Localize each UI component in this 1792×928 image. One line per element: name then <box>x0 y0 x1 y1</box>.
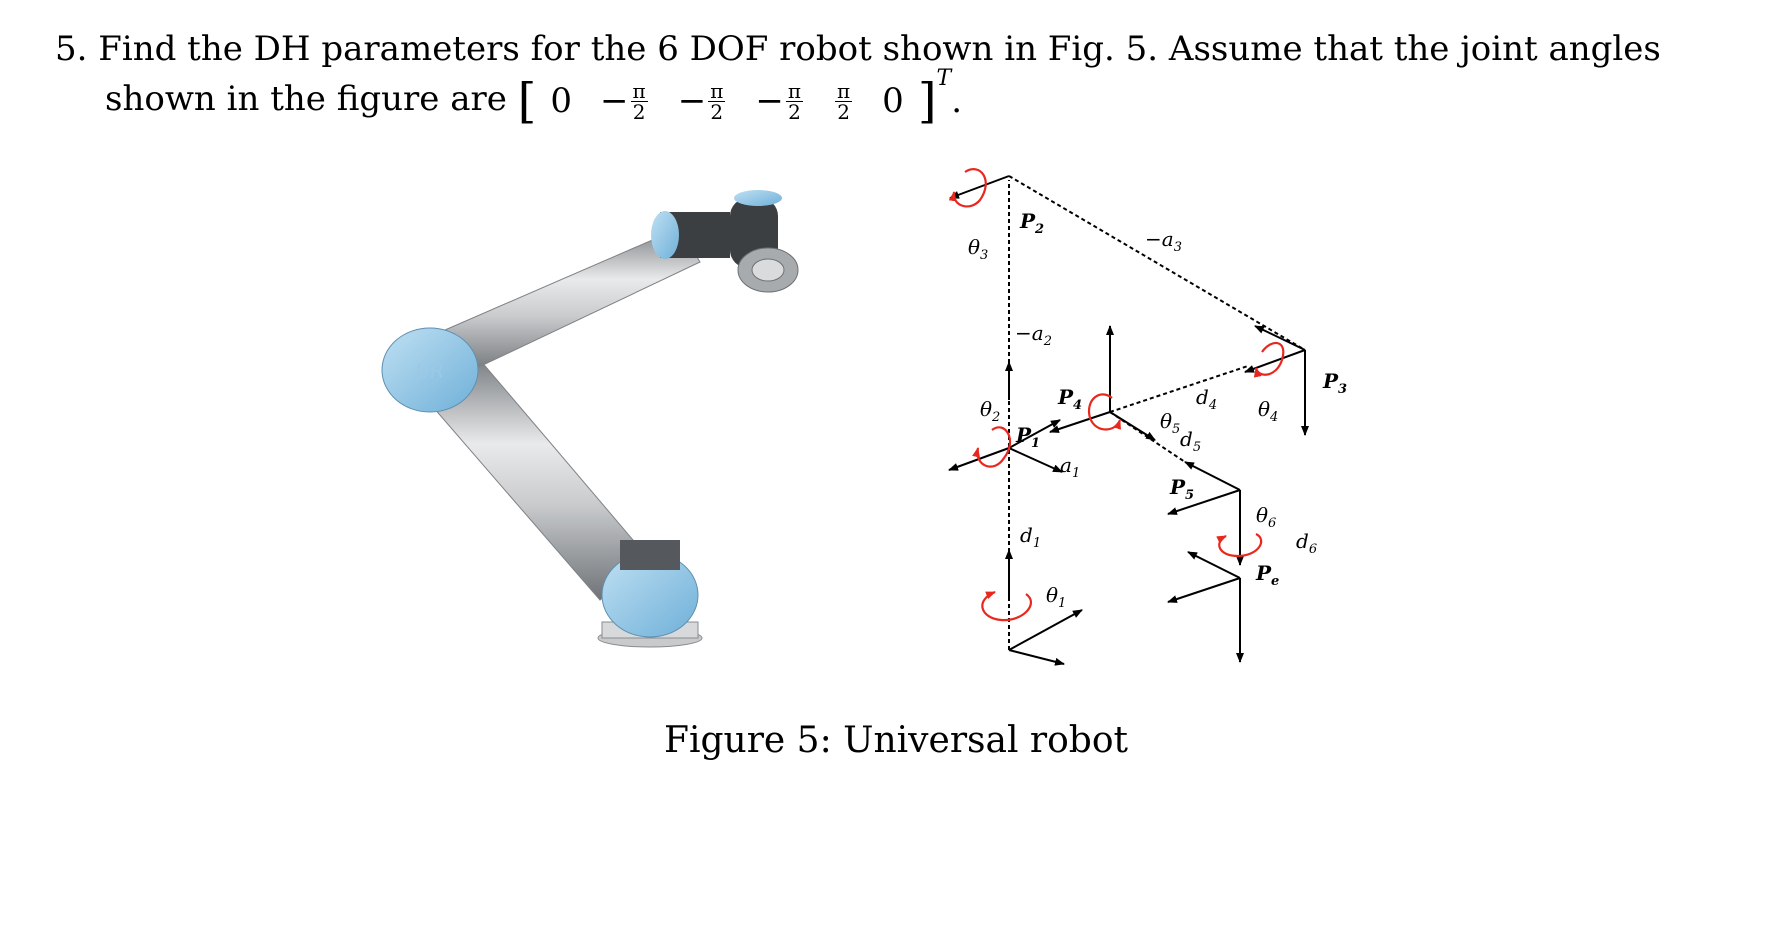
problem-line-1: 5. Find the DH parameters for the 6 DOF … <box>55 29 1661 69</box>
vector-period: . <box>951 81 963 121</box>
fraction-numerator: π <box>835 78 853 103</box>
rotation-arrows <box>948 168 1285 622</box>
rotation-arrow-theta1 <box>981 590 1033 622</box>
dashed-link-d4 <box>1109 365 1249 413</box>
vector-entry-6: 0 <box>882 81 904 121</box>
robot-elbow-joint-cap <box>381 327 479 413</box>
robot-logo: UR <box>416 359 445 383</box>
label-P5: P5 <box>1169 475 1194 503</box>
label-d5: d5 <box>1180 427 1201 455</box>
transpose-superscript: T <box>936 66 952 91</box>
diagram-labels: P2 θ3 −a3 −a2 P3 P4 d4 θ4 θ2 P1 θ5 d5 a1… <box>968 209 1347 611</box>
problem-statement: 5. Find the DH parameters for the 6 DOF … <box>55 24 1755 126</box>
fraction-numerator: π <box>630 78 648 103</box>
label-theta5: θ5 <box>1160 409 1180 437</box>
fraction-numerator: π <box>785 78 804 103</box>
label-d6: d6 <box>1296 529 1317 557</box>
figure-caption: Figure 5: Universal robot <box>663 720 1128 761</box>
fraction-denominator: 2 <box>837 99 850 124</box>
axis-frame5-a <box>1184 461 1241 491</box>
dashed-link-a3 <box>1008 175 1306 351</box>
robot-wrist-2-cap <box>734 190 782 206</box>
fraction-denominator: 2 <box>788 99 801 124</box>
minus-sign: − <box>677 81 707 121</box>
label-a1: a1 <box>1060 453 1080 481</box>
label-d4: d4 <box>1196 385 1217 413</box>
label-minus-a3: −a3 <box>1145 227 1182 255</box>
fraction-numerator: π <box>708 78 726 103</box>
kinematic-diagram <box>948 175 1309 666</box>
minus-sign: − <box>755 81 784 121</box>
rotation-arrow-theta3 <box>948 168 987 208</box>
robot-base-joint-collar <box>620 540 680 570</box>
label-d1: d1 <box>1020 523 1041 551</box>
axis-frame4-left <box>1049 411 1111 433</box>
label-Pe: Pe <box>1255 561 1279 589</box>
axis-frame3-a <box>1254 325 1306 351</box>
axis-frame1-y <box>1008 447 1063 473</box>
label-P2: P2 <box>1019 209 1044 237</box>
axis-frame1-z <box>1008 419 1061 449</box>
label-theta4: θ4 <box>1258 397 1278 425</box>
axis-frame2-x <box>949 175 1010 199</box>
problem-line-2-prefix: shown in the figure are <box>105 79 507 119</box>
label-theta3: θ3 <box>968 235 988 263</box>
vector-open-bracket: [ <box>517 73 537 129</box>
axis-frame-e-b <box>1167 577 1241 603</box>
label-minus-a2: −a2 <box>1015 321 1052 349</box>
vector-close-bracket: ] <box>917 73 937 129</box>
label-P4: P4 <box>1057 385 1082 413</box>
vector-entry-1: 0 <box>550 81 573 121</box>
rotation-arrow-theta2 <box>972 426 1011 468</box>
robot-illustration: UR <box>381 190 799 648</box>
label-theta2: θ2 <box>980 397 1000 425</box>
rotation-arrow-theta4 <box>1253 342 1285 378</box>
robot-wrist-1-cap <box>651 211 679 259</box>
rotation-arrow-theta6 <box>1216 533 1263 558</box>
rotation-arrow-theta5 <box>1087 393 1122 431</box>
label-P1: P1 <box>1015 423 1040 451</box>
label-theta6: θ6 <box>1256 503 1276 531</box>
axis-frame3-b <box>1244 349 1306 373</box>
axis-frame0-y <box>1008 609 1083 651</box>
axis-frame0-x <box>1008 649 1065 666</box>
axis-frame-e-a <box>1187 551 1241 579</box>
fraction-denominator: 2 <box>632 99 646 124</box>
minus-sign: − <box>600 81 629 121</box>
robot-tool-flange-inner <box>751 258 785 282</box>
fraction-denominator: 2 <box>710 99 724 124</box>
label-P3: P3 <box>1322 369 1347 397</box>
axis-frame5-b <box>1167 489 1241 515</box>
axis-frame4-diag <box>1109 411 1156 441</box>
label-theta1: θ1 <box>1046 583 1066 611</box>
